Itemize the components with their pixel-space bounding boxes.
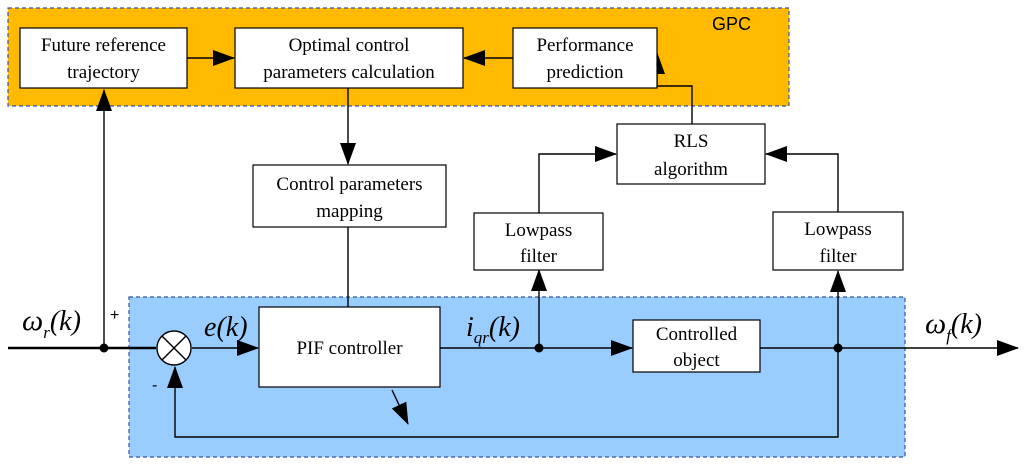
lowpass-left-to-rls-arrow	[538, 146, 617, 213]
svg-text:trajectory: trajectory	[67, 62, 140, 83]
signal-omega-f: ωf(k)	[925, 307, 982, 345]
svg-text:parameters calculation: parameters calculation	[263, 62, 435, 83]
svg-text:Control parameters: Control parameters	[276, 174, 422, 195]
future-reference-block: Future reference trajectory	[19, 27, 188, 89]
control-mapping-block: Control parameters mapping	[252, 164, 447, 228]
controlled-object-block: Controlled object	[632, 319, 761, 373]
optimal-control-block: Optimal control parameters calculation	[234, 27, 464, 89]
signal-e: e(k)	[204, 312, 248, 343]
svg-text:prediction: prediction	[546, 62, 624, 83]
plant-region	[128, 296, 906, 458]
input-branch-dot	[99, 343, 109, 353]
lowpass-filter-left-block: Lowpass filter	[473, 212, 604, 271]
svg-text:Lowpass: Lowpass	[505, 220, 573, 241]
svg-text:Performance: Performance	[536, 35, 633, 56]
signal-i-qr: iqr(k)	[466, 312, 520, 347]
svg-text:RLS: RLS	[674, 131, 709, 152]
signal-omega-r: ωr(k)	[22, 304, 81, 342]
lowpass-filter-right-block: Lowpass filter	[772, 211, 904, 271]
output-branch-dot	[833, 343, 843, 353]
svg-text:PIF controller: PIF controller	[296, 338, 403, 359]
svg-text:filter: filter	[520, 246, 558, 267]
svg-text:Optimal control: Optimal control	[289, 35, 410, 56]
lowpass-right-to-rls-arrow	[765, 146, 839, 212]
svg-text:Lowpass: Lowpass	[804, 219, 872, 240]
svg-text:Future reference: Future reference	[41, 35, 166, 56]
performance-prediction-block: Performance prediction	[512, 27, 658, 89]
svg-text:filter: filter	[820, 246, 858, 267]
svg-text:object: object	[673, 350, 720, 371]
connections	[8, 50, 1019, 438]
rls-block: RLS algorithm	[616, 123, 766, 185]
gpc-label: GPC	[712, 14, 751, 34]
pif-controller-block: PIF controller	[258, 306, 441, 388]
minus-sign: -	[152, 377, 157, 394]
summing-junction	[156, 330, 192, 366]
feedback-line	[167, 348, 839, 438]
svg-text:Controlled: Controlled	[656, 324, 738, 345]
pif-adjust-arrow	[391, 389, 409, 425]
svg-text:algorithm: algorithm	[654, 159, 728, 180]
iqr-branch-dot	[534, 343, 544, 353]
plus-sign: +	[110, 307, 119, 324]
svg-text:mapping: mapping	[316, 201, 383, 222]
